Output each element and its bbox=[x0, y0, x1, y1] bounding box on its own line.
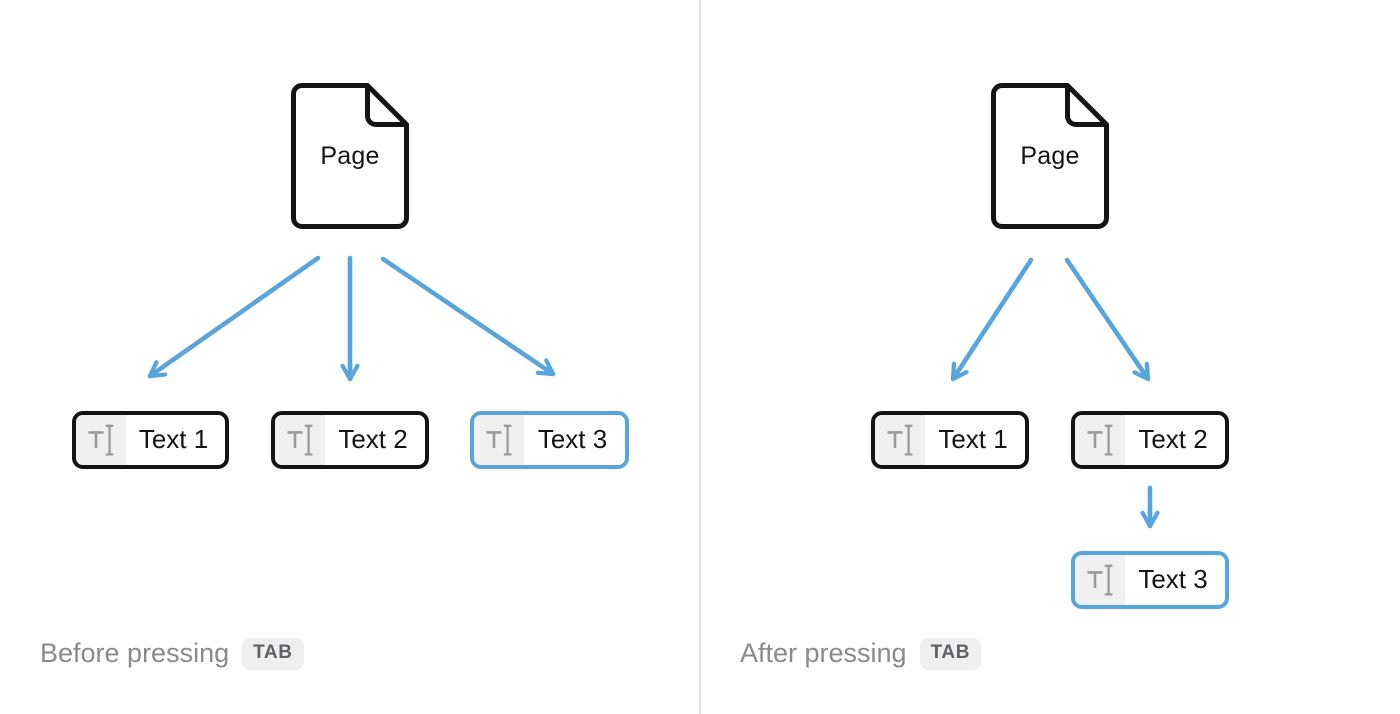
caption-after: After pressing TAB bbox=[740, 638, 982, 670]
tab-key-badge: TAB bbox=[919, 638, 982, 670]
text-block-label: Text 1 bbox=[138, 423, 209, 454]
text-cursor-icon bbox=[474, 415, 524, 465]
arrow-after-page-to-text1 bbox=[950, 257, 1034, 382]
page-label: Page bbox=[1020, 141, 1080, 170]
text-block-1: Text 1 bbox=[72, 411, 229, 469]
page-label: Page bbox=[320, 141, 380, 170]
page-icon bbox=[991, 83, 1109, 229]
page-node: Page bbox=[991, 83, 1109, 229]
caption-text: Before pressing bbox=[40, 638, 230, 669]
caption-before: Before pressing TAB bbox=[40, 638, 304, 670]
page-node: Page bbox=[291, 83, 409, 229]
text-block-1: Text 1 bbox=[871, 411, 1029, 469]
text-block-3-highlighted: Text 3 bbox=[470, 411, 629, 469]
text-block-2: Text 2 bbox=[1071, 411, 1229, 469]
text-cursor-icon bbox=[1075, 555, 1125, 605]
text-cursor-icon bbox=[875, 415, 925, 465]
arrow-after-page-to-text2 bbox=[1064, 257, 1151, 382]
arrow-before-page-to-text3 bbox=[380, 256, 556, 377]
page-icon bbox=[291, 83, 409, 229]
text-block-2: Text 2 bbox=[271, 411, 429, 469]
panel-divider bbox=[699, 0, 701, 714]
text-cursor-icon bbox=[1075, 415, 1125, 465]
text-block-label: Text 2 bbox=[338, 423, 408, 454]
text-block-label: Text 2 bbox=[1138, 423, 1208, 454]
text-cursor-icon bbox=[76, 415, 126, 465]
arrow-before-page-to-text1 bbox=[147, 255, 321, 379]
text-block-label: Text 3 bbox=[537, 423, 608, 454]
text-block-3-highlighted: Text 3 bbox=[1071, 551, 1229, 609]
text-cursor-icon bbox=[275, 415, 325, 465]
text-block-label: Text 1 bbox=[938, 423, 1008, 454]
tab-key-badge: TAB bbox=[242, 638, 304, 670]
caption-text: After pressing bbox=[740, 638, 907, 669]
text-block-label: Text 3 bbox=[1138, 563, 1208, 594]
